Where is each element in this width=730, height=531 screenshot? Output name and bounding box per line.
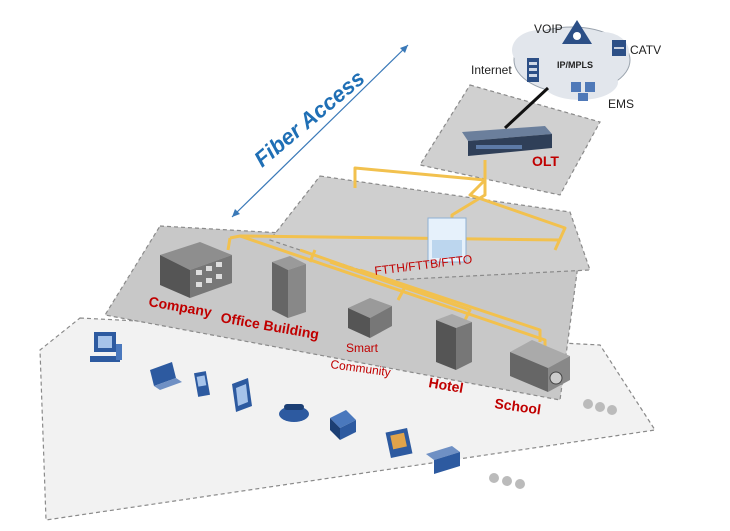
ems-icon: [571, 82, 595, 101]
fiber-access-arrow: [231, 44, 409, 218]
service-label-ems: EMS: [608, 97, 634, 111]
fax-icon: [330, 410, 356, 440]
building-label-smart: Smart: [346, 341, 379, 355]
olt-device-icon: [462, 126, 552, 156]
service-label-voip: VOIP: [534, 22, 563, 36]
voip-icon: [562, 20, 592, 44]
school-icon: [510, 340, 570, 392]
media-player-icon: [385, 427, 413, 459]
hotel-icon: [436, 314, 472, 370]
building-label-school: School: [494, 395, 542, 417]
diagram-title: Fiber Access: [249, 65, 369, 172]
splitter-icon: [427, 217, 467, 263]
internet-icon: [527, 58, 539, 82]
laptop-icon: [150, 362, 182, 390]
service-label-internet: Internet: [471, 63, 512, 77]
ip-mpls-cloud: [512, 26, 631, 100]
desktop-pc-icon: [90, 332, 122, 362]
company-building-icon: [160, 242, 232, 298]
building-label-hotel: Hotel: [427, 374, 464, 396]
office-building-icon: [272, 256, 306, 318]
olt-label: OLT: [532, 153, 559, 169]
service-label-catv: CATV: [630, 43, 661, 57]
catv-icon: [612, 40, 626, 56]
pda-icon: [194, 371, 210, 397]
more-terminals-dots: [489, 473, 525, 489]
more-buildings-dots: [583, 399, 617, 415]
server-icon: [232, 378, 252, 412]
set-top-box-icon: [426, 446, 460, 474]
phone-icon: [279, 404, 309, 422]
smart-community-icon: [348, 298, 392, 338]
uplink-line: [503, 86, 550, 130]
cloud-core-label: IP/MPLS: [557, 60, 593, 70]
